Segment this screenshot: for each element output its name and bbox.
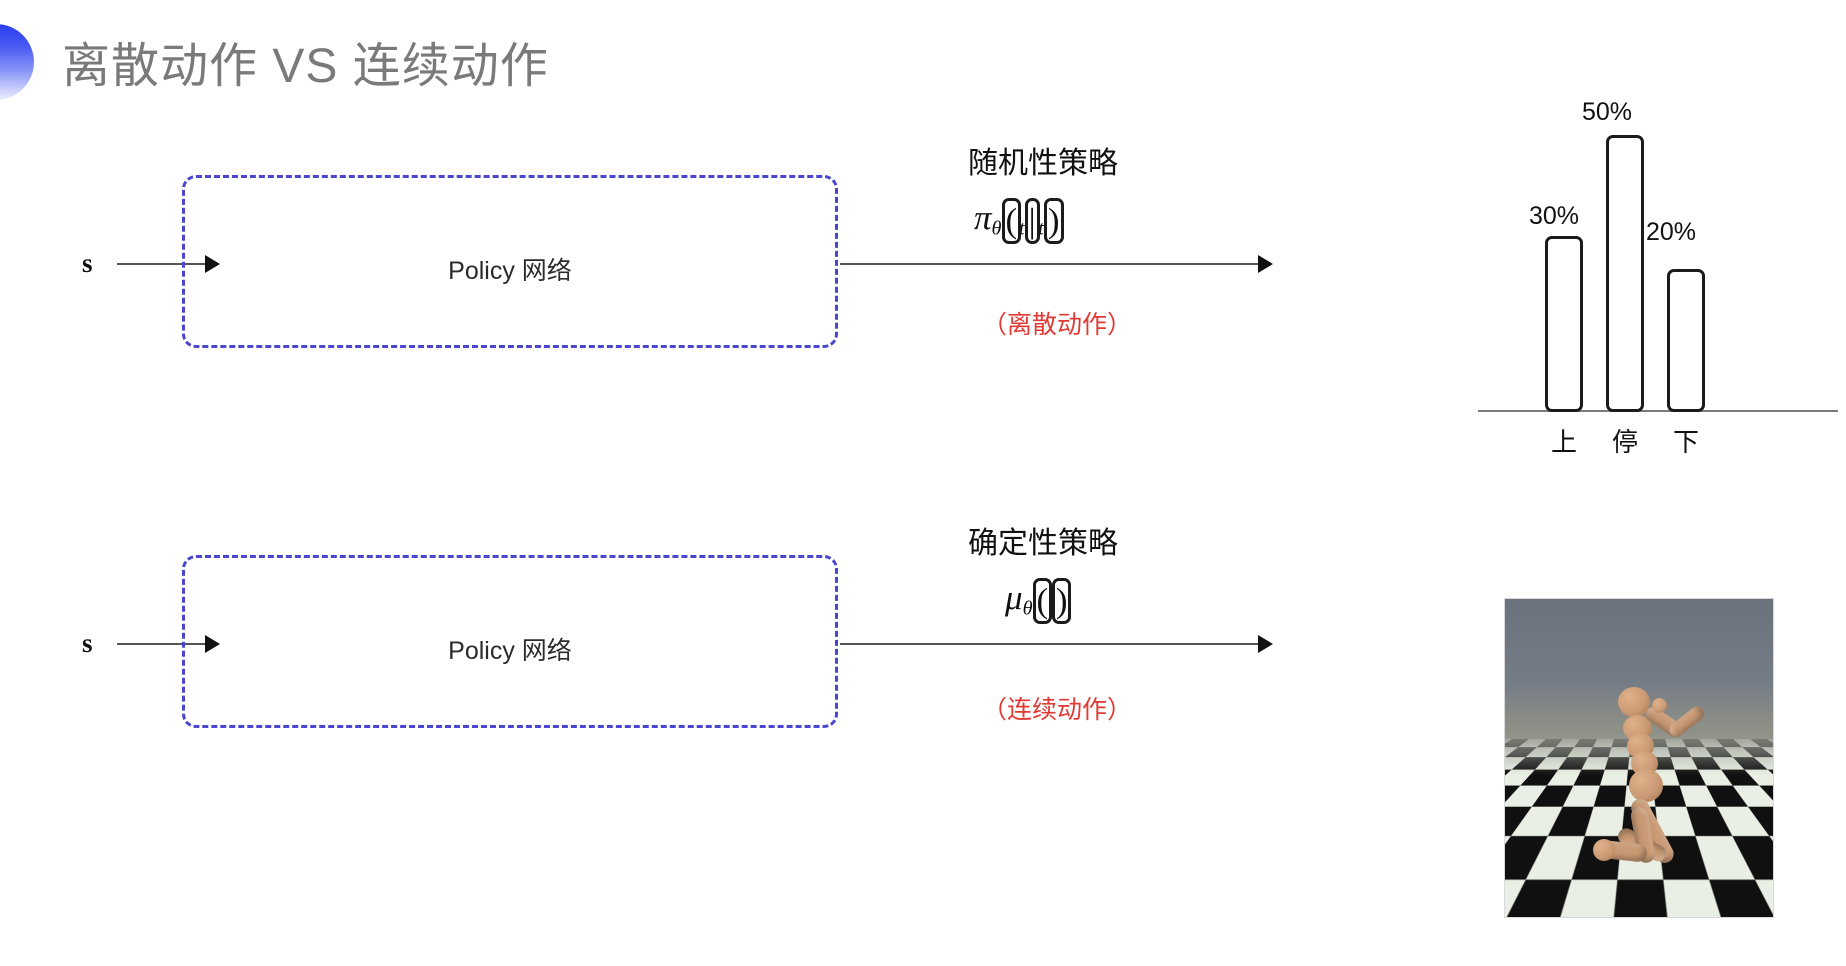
discrete-input-label: s bbox=[82, 248, 93, 278]
formula-open-paren: ( bbox=[1001, 198, 1022, 244]
bar-2[interactable] bbox=[1667, 269, 1705, 412]
humanoid-figure bbox=[1505, 599, 1773, 917]
formula-theta-2: θ bbox=[1022, 597, 1033, 620]
formula-close-paren-2: ) bbox=[1051, 578, 1072, 624]
continuous-input-arrow-line bbox=[117, 643, 212, 645]
formula-state-sub: t bbox=[1038, 217, 1044, 240]
discrete-action-bar-chart: 30% 上 50% 停 20% 下 bbox=[1466, 96, 1846, 461]
bar-value-1: 50% bbox=[1581, 98, 1633, 126]
discrete-output-arrow-line bbox=[840, 263, 1264, 265]
bar-value-2: 20% bbox=[1645, 218, 1697, 246]
continuous-policy-box[interactable]: Policy 网络 bbox=[182, 555, 838, 728]
half-circle-bullet-icon bbox=[0, 24, 34, 100]
bar-1[interactable] bbox=[1606, 135, 1644, 412]
continuous-output-arrow-head bbox=[1258, 635, 1273, 653]
mujoco-humanoid-image bbox=[1504, 598, 1774, 918]
formula-pipe: | bbox=[1024, 198, 1040, 244]
stochastic-policy-formula: πθ(at|st) bbox=[974, 198, 1064, 244]
bar-category-1: 停 bbox=[1611, 427, 1638, 457]
deterministic-policy-formula: μθ(st) bbox=[1005, 578, 1072, 624]
discrete-input-arrow-head bbox=[205, 255, 220, 273]
formula-open-paren-2: ( bbox=[1032, 578, 1053, 624]
formula-mu: μ bbox=[1005, 578, 1023, 617]
continuous-input-arrow-head bbox=[205, 635, 220, 653]
bar-value-0: 30% bbox=[1528, 202, 1580, 230]
bar-category-0: 上 bbox=[1550, 427, 1577, 457]
continuous-output-arrow-line bbox=[840, 643, 1264, 645]
slide-bottom-edge bbox=[0, 958, 1846, 966]
formula-action-sub: t bbox=[1019, 217, 1025, 240]
formula-theta: θ bbox=[991, 217, 1002, 240]
discrete-output-arrow-head bbox=[1258, 255, 1273, 273]
humanoid-hand bbox=[1652, 698, 1667, 713]
continuous-policy-box-label: Policy 网络 bbox=[448, 637, 572, 665]
discrete-input-arrow-line bbox=[117, 263, 212, 265]
humanoid-hip bbox=[1629, 769, 1663, 802]
bar-category-2: 下 bbox=[1672, 427, 1699, 457]
formula-pi: π bbox=[974, 198, 992, 237]
continuous-input-label: s bbox=[82, 628, 93, 658]
discrete-policy-box-label: Policy 网络 bbox=[448, 257, 572, 285]
bar-0[interactable] bbox=[1545, 236, 1583, 412]
formula-close-paren: ) bbox=[1043, 198, 1064, 244]
stochastic-policy-label: 随机性策略 bbox=[968, 147, 1118, 180]
humanoid-knee bbox=[1593, 839, 1615, 861]
continuous-action-note: （连续动作） bbox=[982, 696, 1133, 724]
deterministic-policy-label: 确定性策略 bbox=[968, 527, 1118, 560]
chart-baseline-axis bbox=[1478, 410, 1838, 412]
page-title: 离散动作 VS 连续动作 bbox=[62, 40, 549, 93]
discrete-policy-box[interactable]: Policy 网络 bbox=[182, 175, 838, 348]
discrete-action-note: （离散动作） bbox=[982, 311, 1133, 339]
